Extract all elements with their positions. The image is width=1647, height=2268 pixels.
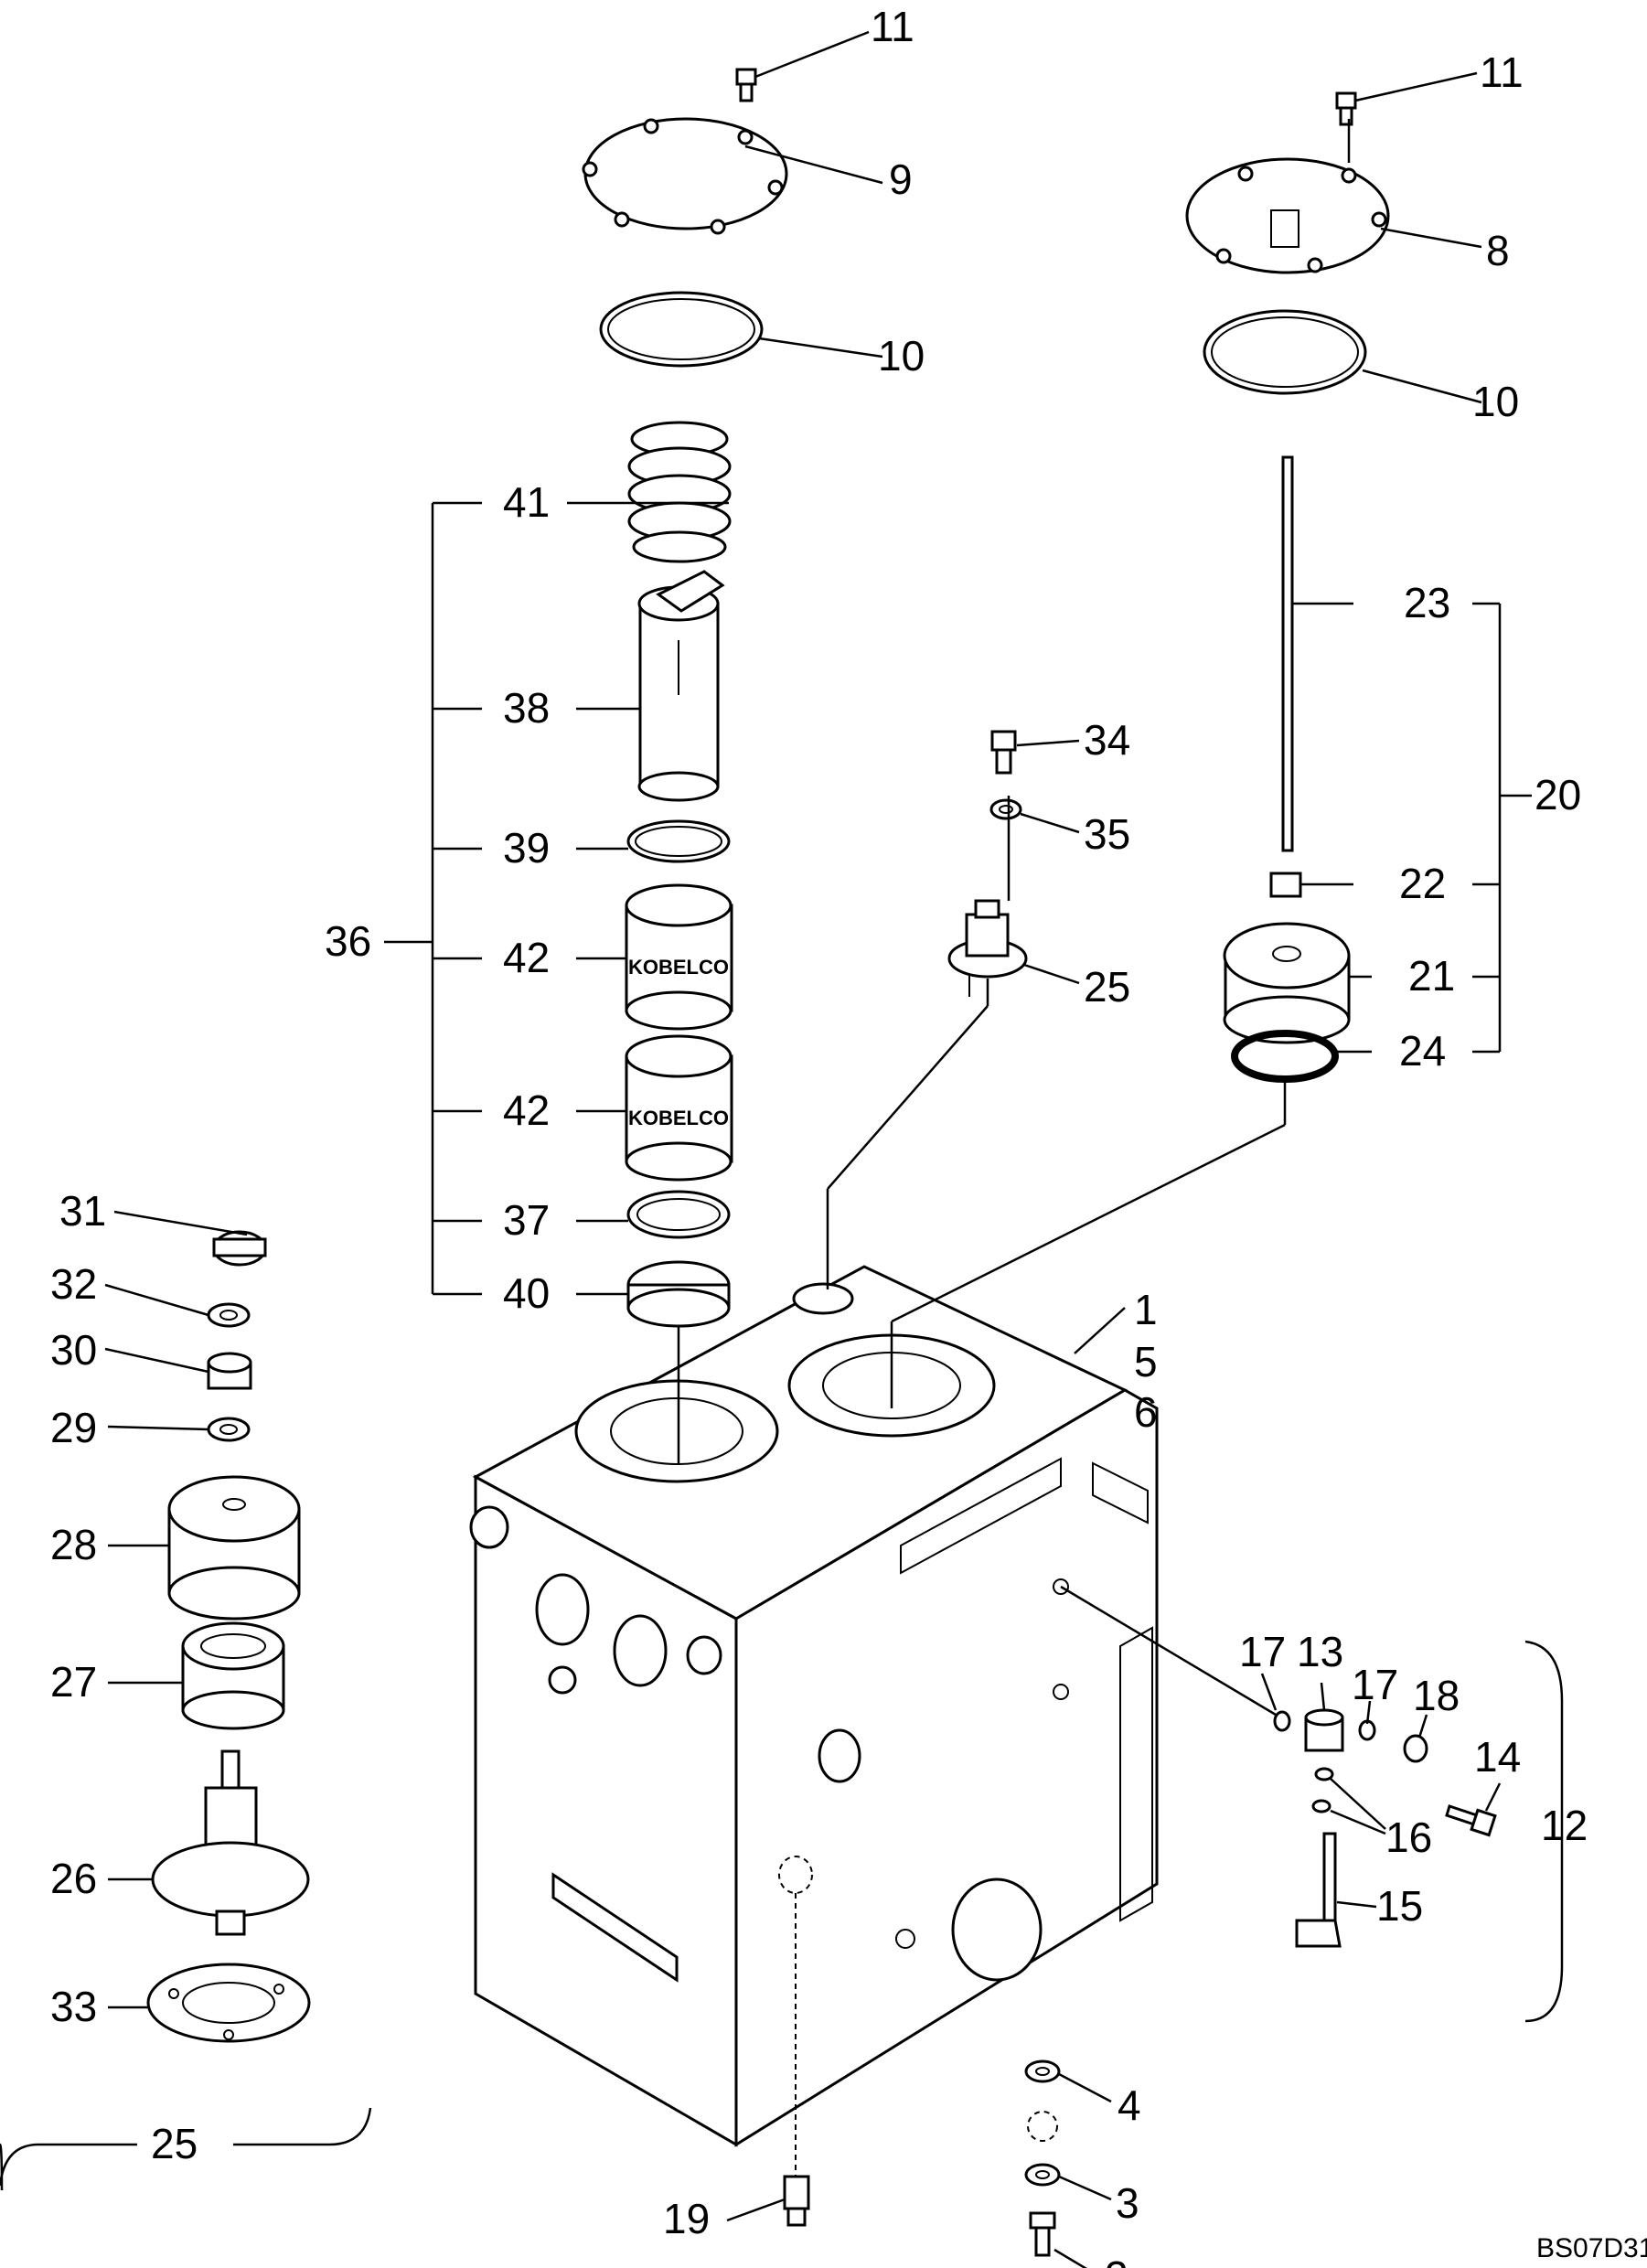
washer-29 xyxy=(207,1417,251,1442)
o-ring-10-right xyxy=(1203,309,1367,395)
cover-plate-8 xyxy=(1185,157,1390,274)
label-36: 36 xyxy=(325,917,371,965)
o-ring-17a xyxy=(1273,1710,1291,1732)
label-30: 30 xyxy=(50,1326,97,1374)
label-8: 8 xyxy=(1486,227,1510,274)
label-17-right: 17 xyxy=(1352,1661,1398,1708)
nut-22 xyxy=(1269,872,1302,898)
hydraulic-tank-1 xyxy=(469,1265,1159,2147)
bracket-36 xyxy=(384,501,482,1296)
label-28: 28 xyxy=(50,1521,97,1568)
washer-4 xyxy=(1024,2059,1061,2083)
drain-plug-dashed xyxy=(1027,2111,1058,2142)
strainer-42-upper: KOBELCO xyxy=(625,883,733,1031)
label-37: 37 xyxy=(503,1196,550,1244)
label-11-right: 11 xyxy=(1480,48,1524,96)
cap-31 xyxy=(212,1230,267,1267)
filter-element-38 xyxy=(637,570,725,802)
plug-19 xyxy=(778,1856,813,2227)
strainer-42-lower: KOBELCO xyxy=(625,1034,733,1182)
label-41: 41 xyxy=(503,478,550,526)
spring-41 xyxy=(627,421,732,563)
label-1: 1 xyxy=(1134,1286,1158,1333)
label-4: 4 xyxy=(1118,2081,1141,2129)
filter-21 xyxy=(1223,922,1351,1044)
label-19: 19 xyxy=(663,2195,710,2242)
o-rings-16 xyxy=(1311,1767,1334,1813)
label-2: 2 xyxy=(1105,2252,1128,2268)
label-20: 20 xyxy=(1535,771,1581,818)
nut-30 xyxy=(207,1352,252,1390)
label-40: 40 xyxy=(503,1269,550,1317)
bracket-20 xyxy=(1472,602,1532,1054)
label-13: 13 xyxy=(1297,1628,1343,1675)
washer-32 xyxy=(207,1302,251,1328)
label-33: 33 xyxy=(50,1983,97,2030)
ring-37 xyxy=(626,1190,731,1239)
label-29: 29 xyxy=(50,1404,97,1451)
label-6: 6 xyxy=(1134,1388,1158,1436)
bolt-11-right xyxy=(1335,91,1357,126)
washer-3 xyxy=(1024,2163,1061,2187)
label-14: 14 xyxy=(1474,1733,1521,1781)
kobelco-marking-lower: KOBELCO xyxy=(628,1107,729,1129)
label-21: 21 xyxy=(1408,952,1455,1000)
label-35: 35 xyxy=(1084,810,1130,858)
element-27 xyxy=(181,1621,285,1730)
label-32: 32 xyxy=(50,1260,97,1308)
label-15: 15 xyxy=(1376,1882,1423,1930)
block-13 xyxy=(1304,1708,1344,1752)
bracket-12 xyxy=(1524,1640,1564,2023)
callout-labels: 11 9 10 11 8 10 41 38 39 36 42 42 37 40 … xyxy=(50,3,1588,2268)
label-10-left: 10 xyxy=(878,332,925,380)
ring-40 xyxy=(626,1260,731,1328)
bolt-2 xyxy=(1029,2211,1056,2257)
o-ring-39 xyxy=(626,819,731,863)
label-42-upper: 42 xyxy=(503,934,550,981)
label-18: 18 xyxy=(1413,1672,1460,1719)
label-10-right: 10 xyxy=(1472,378,1519,425)
label-38: 38 xyxy=(503,684,550,732)
o-ring-10-left xyxy=(599,291,764,368)
bracket-25-bottom xyxy=(0,2107,372,2191)
breather-body-26 xyxy=(151,1749,310,1936)
fitting-15 xyxy=(1295,1832,1342,1948)
leader-lines xyxy=(104,30,1502,2268)
label-11-left: 11 xyxy=(871,3,914,50)
label-27: 27 xyxy=(50,1658,97,1706)
label-24: 24 xyxy=(1399,1027,1446,1075)
flange-33 xyxy=(146,1963,311,2043)
washer-18 xyxy=(1403,1734,1428,1763)
bolt-14 xyxy=(1445,1804,1497,1837)
label-31: 31 xyxy=(59,1187,106,1235)
breather-25-top xyxy=(947,899,1028,979)
label-42-lower: 42 xyxy=(503,1086,550,1134)
diagram-code: BS07D314 xyxy=(1536,2233,1647,2263)
label-12: 12 xyxy=(1541,1802,1588,1849)
label-25-bottom: 25 xyxy=(151,2120,198,2167)
label-9: 9 xyxy=(889,155,913,203)
label-26: 26 xyxy=(50,1855,97,1902)
label-16: 16 xyxy=(1385,1813,1432,1861)
kobelco-marking-upper: KOBELCO xyxy=(628,956,729,979)
cover-plate-9 xyxy=(582,117,788,235)
washer-35 xyxy=(989,798,1022,820)
label-25-top: 25 xyxy=(1084,963,1130,1011)
label-34: 34 xyxy=(1084,716,1130,764)
label-39: 39 xyxy=(503,824,550,872)
cover-28 xyxy=(167,1475,301,1621)
bolt-11-left xyxy=(735,68,757,102)
label-22: 22 xyxy=(1399,860,1446,907)
bolt-34 xyxy=(990,730,1017,775)
label-23: 23 xyxy=(1404,579,1450,626)
rod-23 xyxy=(1281,455,1294,852)
label-5: 5 xyxy=(1134,1338,1158,1385)
label-3: 3 xyxy=(1116,2179,1139,2227)
label-17-left: 17 xyxy=(1239,1628,1286,1675)
